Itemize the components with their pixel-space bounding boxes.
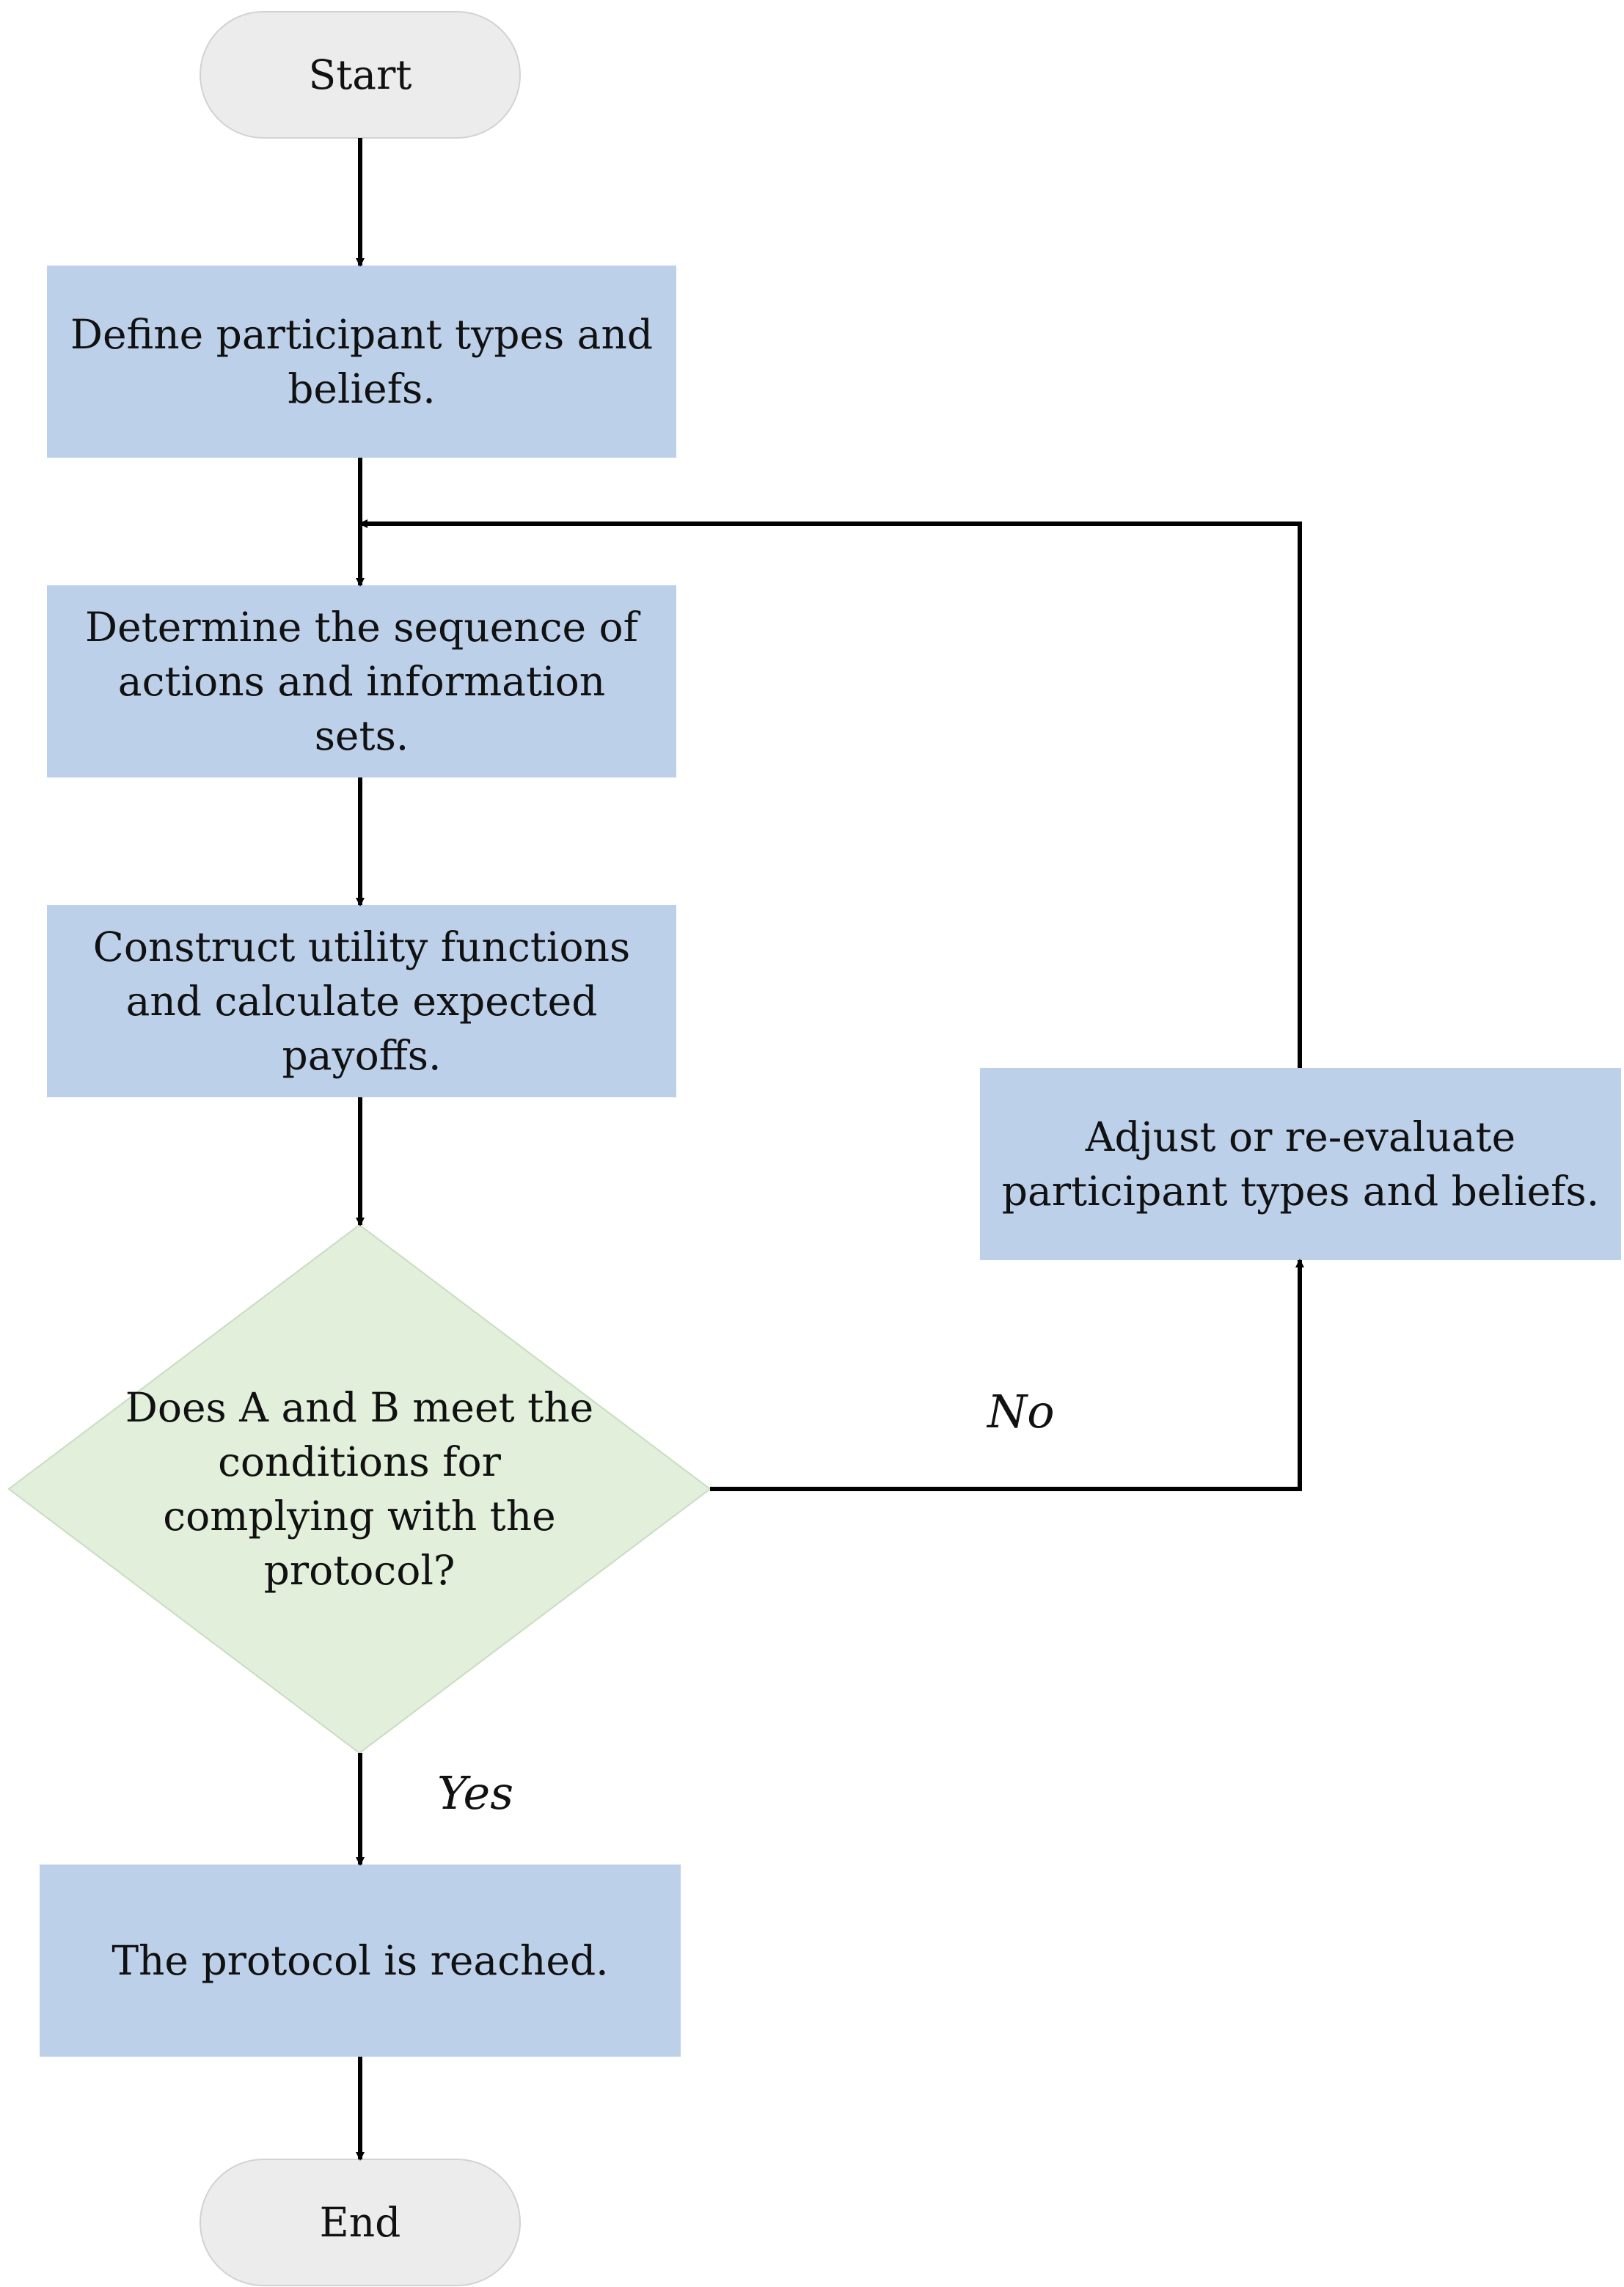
arrow-adjust-loop-back: [359, 519, 1302, 1068]
decision-label: Does A and B meet the conditions for com…: [125, 1384, 594, 1594]
end-label: End: [319, 2199, 401, 2246]
determine-process-box: [47, 585, 676, 777]
construct-label: Construct utility functions and calculat…: [92, 923, 631, 1079]
define-process-box: [47, 266, 676, 458]
start-label: Start: [308, 51, 412, 98]
arrow-decision-no-to-adjust: [710, 1259, 1304, 1491]
determine-label: Determine the sequence of actions and in…: [84, 604, 639, 759]
reached-label: The protocol is reached.: [111, 1937, 609, 1984]
construct-process-box: [47, 905, 676, 1097]
define-label: Define participant types and beliefs.: [70, 311, 654, 412]
adjust-label: Adjust or re-evaluate participant types …: [1001, 1113, 1600, 1215]
adjust-process-box: [980, 1068, 1621, 1260]
edge-label-yes: Yes: [437, 1766, 514, 1820]
reached-process-box: [40, 1865, 681, 2057]
edge-label-no: No: [987, 1385, 1055, 1438]
